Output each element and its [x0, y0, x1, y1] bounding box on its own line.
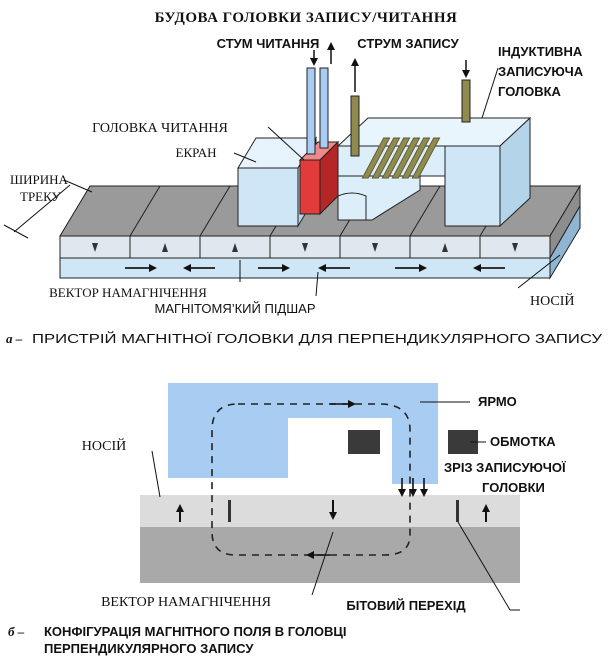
medium-label-a: НОСІЙ	[530, 292, 575, 309]
write-field-arrows	[398, 478, 428, 497]
caption-b-line1: КОНФІГУРАЦІЯ МАГНІТНОГО ПОЛЯ В ГОЛОВЦІ	[44, 624, 346, 639]
caption-a-letter: а –	[6, 331, 23, 346]
part-a-leaders	[233, 67, 561, 297]
figure-title: БУДОВА ГОЛОВКИ ЗАПИСУ/ЧИТАННЯ	[155, 10, 458, 26]
write-lead-right	[461, 79, 471, 123]
yoke-label: ЯРМО	[478, 394, 517, 409]
magnetization-vector-label-a: ВЕКТОР НАМАГНІЧЕННЯ	[49, 285, 207, 300]
caption-a: ПРИСТРІЙ МАГНІТНОЇ ГОЛОВКИ ДЛЯ ПЕРПЕНДИК…	[32, 331, 603, 346]
bit-transition-left	[228, 500, 231, 522]
coil-square-left	[348, 430, 380, 454]
part-b-field-configuration: ЯРМО НОСІЙ ОБМОТКА ЗРІЗ ЗАПИСУЮЧОЇ ГОЛОВ…	[8, 383, 566, 656]
caption-b-letter: б –	[8, 624, 25, 639]
write-pole-cut-label-line1: ЗРІЗ ЗАПИСУЮЧОЇ	[444, 460, 566, 475]
write-lead-left	[350, 95, 360, 157]
read-head-label: ГОЛОВКА ЧИТАННЯ	[92, 121, 228, 136]
bit-transition-label: БІТОВИЙ ПЕРЕХІД	[346, 598, 466, 613]
shield-label: ЕКРАН	[176, 145, 217, 160]
read-lead-left	[306, 67, 316, 155]
track-width-label-line2: ТРЕКУ	[20, 189, 62, 204]
underlayer-side-face	[549, 204, 581, 280]
bit-arrows-b	[176, 500, 490, 522]
inductive-head-label-line2: ЗАПИСУЮЧА	[498, 64, 584, 79]
read-head-element	[298, 140, 340, 216]
caption-b-line2: ПЕРПЕНДИКУЛЯРНОГО ЗАПИСУ	[44, 641, 254, 656]
write-coil	[361, 137, 441, 179]
flux-loop	[211, 403, 411, 556]
recording-layer-cells	[129, 236, 481, 258]
soft-underlayer-label: МАГНІТОМЯ’КИЙ ПІДШАР	[154, 301, 315, 316]
track-width-dimension	[3, 179, 93, 239]
medium-label-b: НОСІЙ	[82, 437, 127, 454]
track-width-label-line1: ШИРИНА	[10, 172, 69, 187]
yoke	[168, 383, 438, 484]
coil-label: ОБМОТКА	[490, 434, 556, 449]
part-a-head-device: СТУМ ЧИТАННЯ СТРУМ ЗАПИСУ ІНДУКТИВНА ЗАП…	[3, 36, 603, 346]
part-b-leaders	[151, 401, 520, 611]
bit-transition-right	[456, 500, 459, 522]
inductive-head-label-line1: ІНДУКТИВНА	[498, 44, 583, 59]
magnetization-vector-label-b: ВЕКТОР НАМАГНІЧЕННЯ	[101, 595, 271, 610]
recording-layer	[140, 495, 520, 527]
write-pole-cut-label-line2: ГОЛОВКИ	[482, 480, 545, 495]
inductive-head-label-line3: ГОЛОВКА	[498, 84, 562, 99]
bit-magnetization-arrows	[92, 243, 518, 252]
current-arrows	[310, 42, 470, 92]
read-lead-right	[319, 67, 329, 149]
read-current-label: СТУМ ЧИТАННЯ	[217, 36, 320, 51]
write-current-label: СТРУМ ЗАПИСУ	[357, 36, 459, 51]
